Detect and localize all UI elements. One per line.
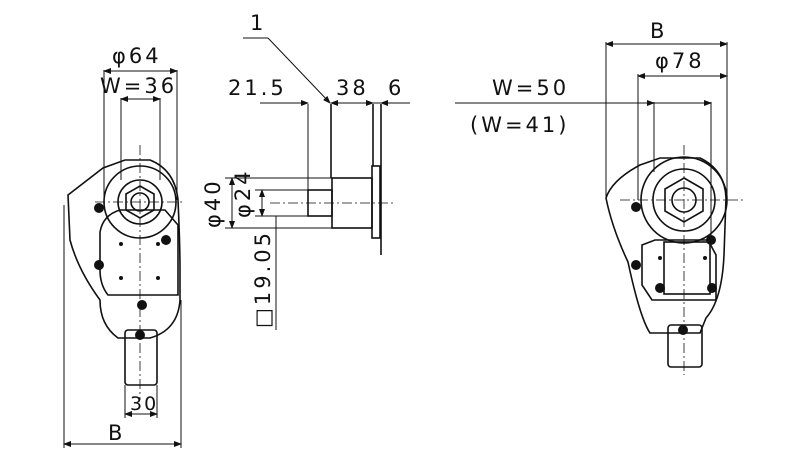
right-w-alt-dimension: (W=41) [470, 113, 569, 137]
right-w-dimension: W=50 [492, 76, 569, 100]
right-phi-78: φ78 [655, 49, 705, 73]
right-b-dimension: B [650, 19, 667, 43]
side-view: 1 21.5 38 6 φ40 φ24 □19.05 [201, 11, 410, 330]
side-phi-24: φ24 [231, 168, 255, 218]
side-phi-40: φ40 [201, 178, 225, 228]
left-b-dimension: B [108, 421, 125, 445]
right-view: B φ78 W=50 (W=41) [455, 19, 745, 375]
side-dim-38: 38 [336, 76, 369, 100]
left-w-dimension: W=36 [100, 74, 177, 98]
side-dim-6: 6 [388, 76, 404, 100]
left-phi-outer: φ64 [112, 44, 162, 68]
side-callout-number: 1 [250, 11, 266, 35]
left-view: φ64 W=36 B 30 [63, 44, 185, 448]
left-bottom-width: 30 [130, 393, 158, 415]
side-square-dimension: □19.05 [251, 230, 275, 328]
side-dim-21-5: 21.5 [228, 76, 287, 100]
